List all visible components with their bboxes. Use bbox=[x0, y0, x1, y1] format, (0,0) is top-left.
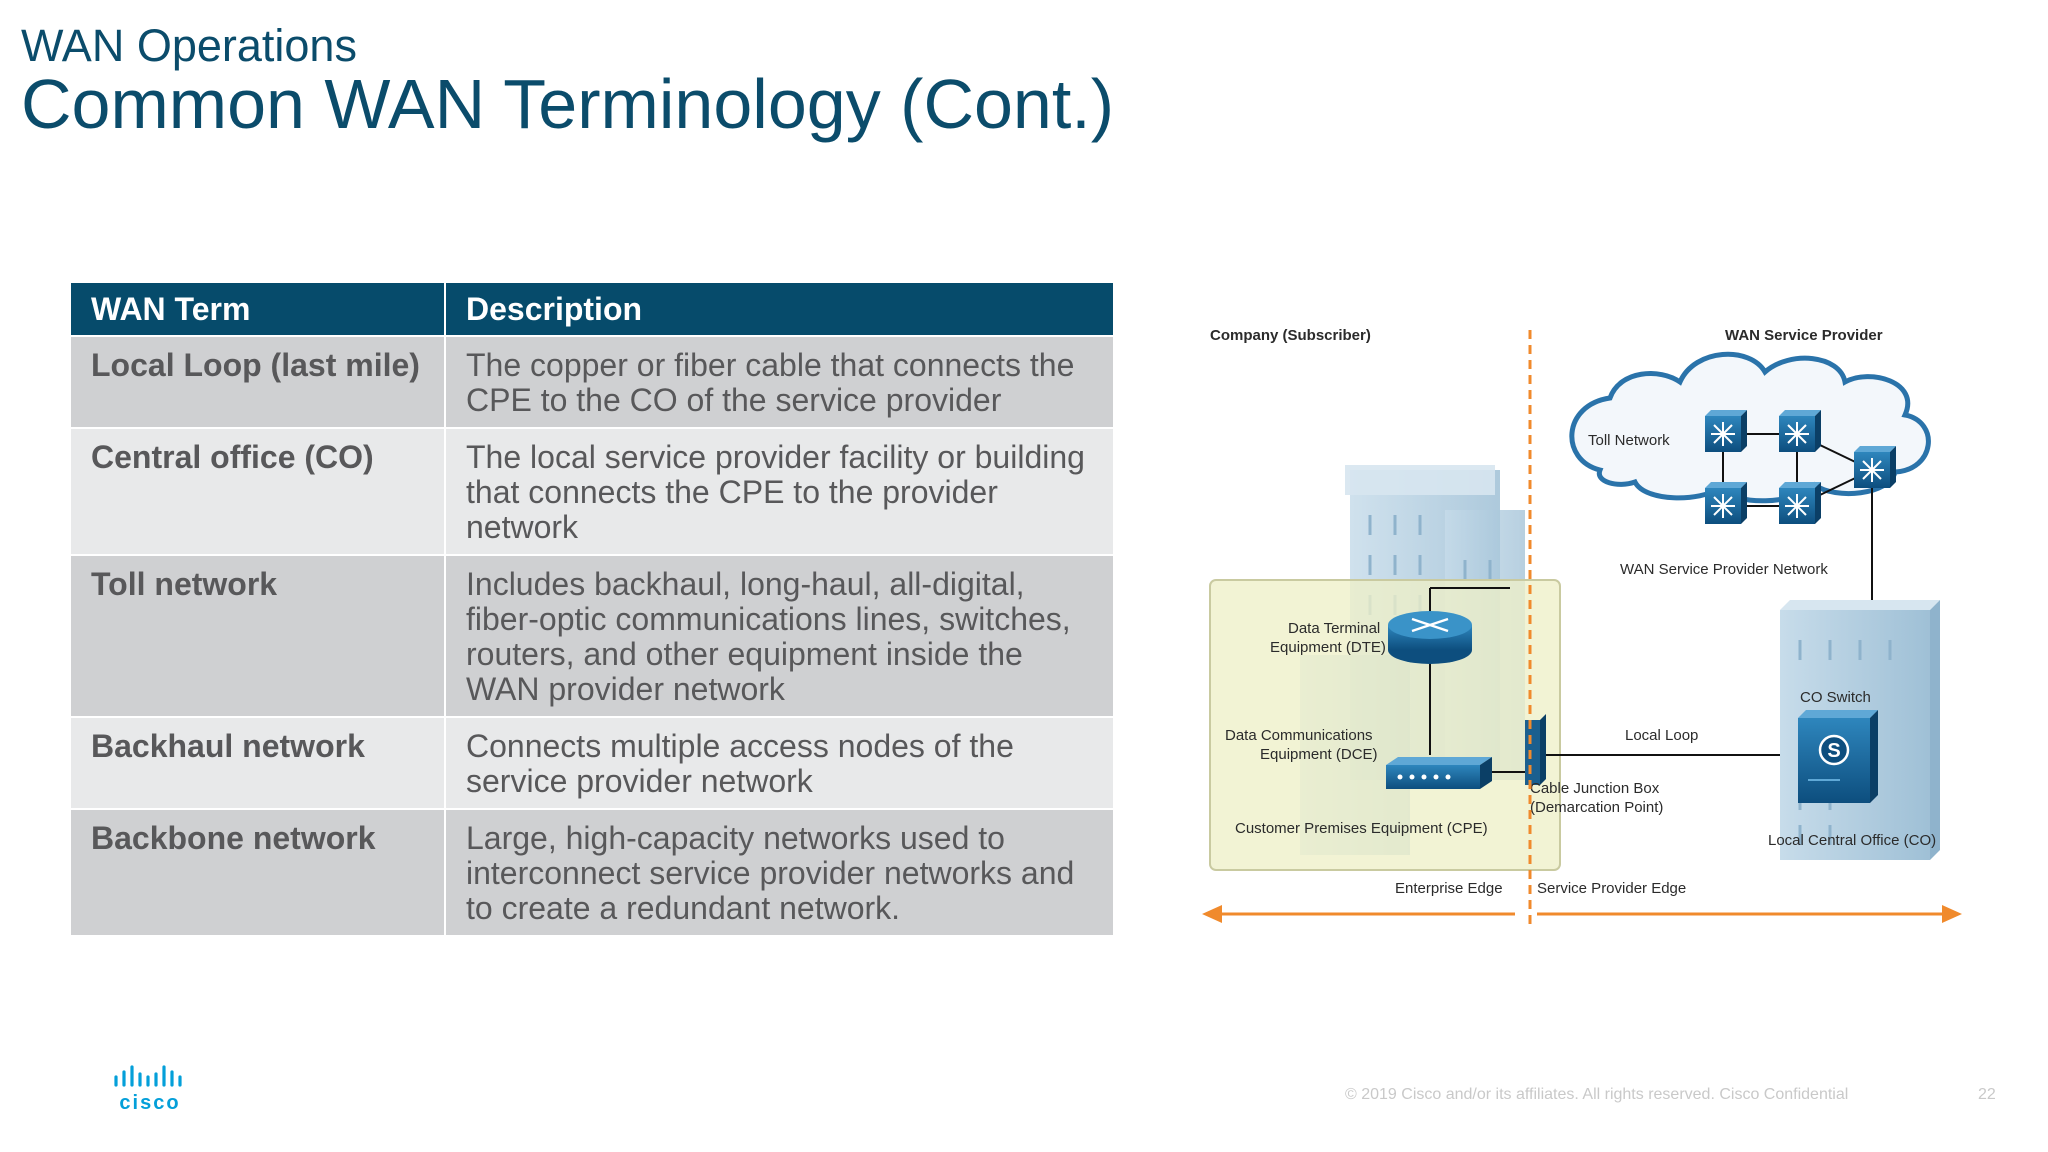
toll-switch-icon bbox=[1779, 410, 1821, 452]
co-switch-symbol: S bbox=[1827, 740, 1840, 762]
junction-label-line1: Cable Junction Box bbox=[1530, 780, 1660, 797]
term-cell: Central office (CO) bbox=[69, 427, 446, 556]
terminology-table: WAN Term Description Local Loop (last mi… bbox=[69, 281, 1115, 937]
provider-label: WAN Service Provider bbox=[1725, 327, 1883, 344]
junction-label-line2: (Demarcation Point) bbox=[1530, 799, 1663, 816]
co-switch-icon: S bbox=[1798, 710, 1878, 803]
term-cell: Backhaul network bbox=[69, 716, 446, 810]
table-header-row: WAN Term Description bbox=[69, 281, 1115, 337]
local-loop-label: Local Loop bbox=[1625, 727, 1698, 744]
cpe-area bbox=[1209, 579, 1561, 871]
toll-switch-icon bbox=[1779, 482, 1821, 524]
table-row: Backhaul network Connects multiple acces… bbox=[69, 716, 1115, 810]
toll-network-label: Toll Network bbox=[1588, 432, 1670, 449]
dce-label-line2: Equipment (DCE) bbox=[1260, 746, 1378, 763]
local-co-label: Local Central Office (CO) bbox=[1768, 832, 1936, 849]
provider-edge-arrow bbox=[1537, 905, 1962, 923]
description-cell: Connects multiple access nodes of the se… bbox=[444, 716, 1115, 810]
column-header-term: WAN Term bbox=[69, 281, 446, 337]
table-row: Central office (CO) The local service pr… bbox=[69, 427, 1115, 556]
table-row: Toll network Includes backhaul, long-hau… bbox=[69, 554, 1115, 718]
toll-switch-icon bbox=[1705, 482, 1747, 524]
company-label: Company (Subscriber) bbox=[1210, 327, 1371, 344]
dte-label-line1: Data Terminal bbox=[1288, 620, 1380, 637]
cable-junction-box-icon bbox=[1525, 714, 1546, 785]
provider-edge-label: Service Provider Edge bbox=[1537, 880, 1686, 897]
dte-label-line2: Equipment (DTE) bbox=[1270, 639, 1386, 656]
term-cell: Local Loop (last mile) bbox=[69, 335, 446, 429]
term-cell: Toll network bbox=[69, 554, 446, 718]
copyright-notice: © 2019 Cisco and/or its affiliates. All … bbox=[1345, 1086, 1849, 1103]
column-header-description: Description bbox=[444, 281, 1115, 337]
slide-title: Common WAN Terminology (Cont.) bbox=[21, 65, 1115, 143]
wan-diagram: Company (Subscriber) WAN Service Provide… bbox=[1202, 327, 1962, 925]
cisco-logo-text: cisco bbox=[119, 1092, 180, 1114]
toll-switch-icon bbox=[1705, 410, 1747, 452]
router-icon bbox=[1388, 611, 1472, 664]
slide-subtitle: WAN Operations bbox=[21, 20, 357, 71]
table-row: Local Loop (last mile) The copper or fib… bbox=[69, 335, 1115, 429]
toll-switch-icon bbox=[1854, 446, 1896, 488]
co-switch-label: CO Switch bbox=[1800, 689, 1871, 706]
description-cell: Includes backhaul, long-haul, all-digita… bbox=[444, 554, 1115, 718]
term-cell: Backbone network bbox=[69, 808, 446, 937]
enterprise-edge-label: Enterprise Edge bbox=[1395, 880, 1503, 897]
provider-network-label: WAN Service Provider Network bbox=[1620, 561, 1828, 578]
description-cell: The local service provider facility or b… bbox=[444, 427, 1115, 556]
description-cell: The copper or fiber cable that connects … bbox=[444, 335, 1115, 429]
enterprise-edge-arrow bbox=[1202, 905, 1515, 923]
description-cell: Large, high-capacity networks used to in… bbox=[444, 808, 1115, 937]
dce-modem-icon bbox=[1386, 757, 1492, 789]
dce-label-line1: Data Communications bbox=[1225, 727, 1373, 744]
page-number: 22 bbox=[1978, 1086, 1996, 1103]
cpe-label: Customer Premises Equipment (CPE) bbox=[1235, 820, 1488, 837]
table-row: Backbone network Large, high-capacity ne… bbox=[69, 808, 1115, 937]
cisco-logo: cisco bbox=[110, 1065, 196, 1120]
